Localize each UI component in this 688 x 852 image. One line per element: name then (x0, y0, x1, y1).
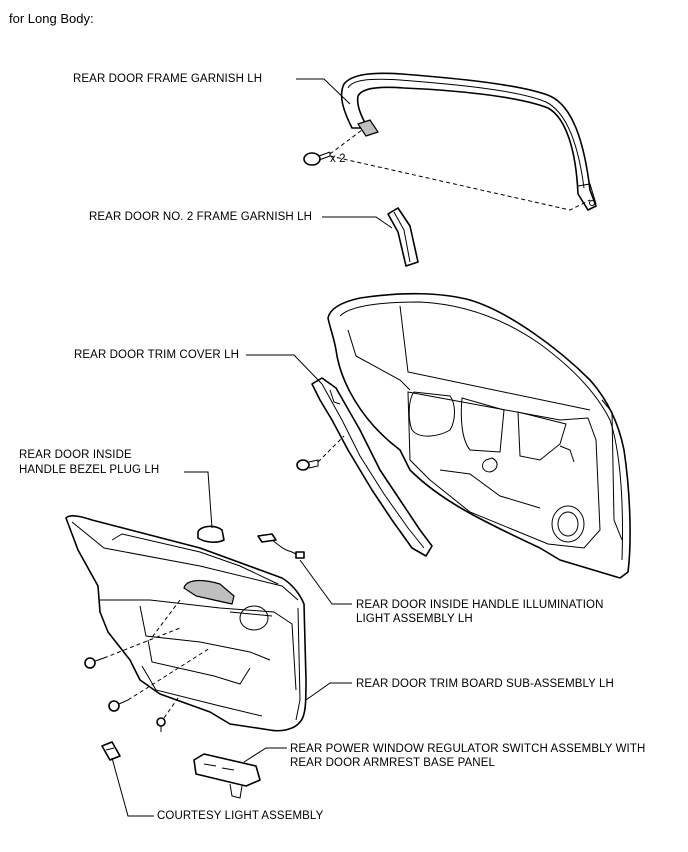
label-bezel-plug-line2: HANDLE BEZEL PLUG LH (19, 464, 160, 476)
trim-board-screw-2 (108, 647, 211, 712)
label-window-switch-line2: REAR DOOR ARMREST BASE PANEL (290, 757, 495, 769)
label-illumination-light-line1: REAR DOOR INSIDE HANDLE ILLUMINATION (356, 599, 604, 611)
rear-door-trim-cover-part (311, 377, 433, 557)
trim-board-screw-1 (84, 627, 181, 669)
label-trim-board: REAR DOOR TRIM BOARD SUB-ASSEMBLY LH (356, 678, 614, 690)
label-bezel-plug-line1: REAR DOOR INSIDE (19, 449, 132, 461)
window-switch-part (193, 753, 261, 799)
handle-bezel-plug-part (197, 525, 225, 543)
illumination-light-part (257, 533, 305, 559)
rear-door-no2-frame-garnish-part (387, 207, 419, 267)
garnish-clip-part (303, 129, 591, 211)
plug-guide-line (149, 599, 181, 641)
label-frame-garnish: REAR DOOR FRAME GARNISH LH (73, 73, 263, 85)
courtesy-light-part (101, 741, 121, 761)
trim-cover-clip-part (296, 435, 345, 471)
trim-board-screw-3 (156, 697, 179, 732)
label-courtesy-light: COURTESY LIGHT ASSEMBLY (157, 810, 324, 822)
leader-lines (111, 78, 393, 817)
diagram-header: for Long Body: (9, 11, 94, 26)
label-window-switch-line1: REAR POWER WINDOW REGULATOR SWITCH ASSEM… (290, 743, 646, 755)
rear-door-panel-part (327, 292, 631, 579)
label-illumination-light-line2: LIGHT ASSEMBLY LH (356, 613, 473, 625)
label-trim-cover: REAR DOOR TRIM COVER LH (74, 349, 240, 361)
label-clip-quantity: x 2 (330, 153, 346, 165)
rear-door-trim-board-part (65, 515, 307, 732)
rear-door-frame-garnish-part (340, 72, 597, 211)
label-no2-frame-garnish: REAR DOOR NO. 2 FRAME GARNISH LH (89, 211, 313, 223)
